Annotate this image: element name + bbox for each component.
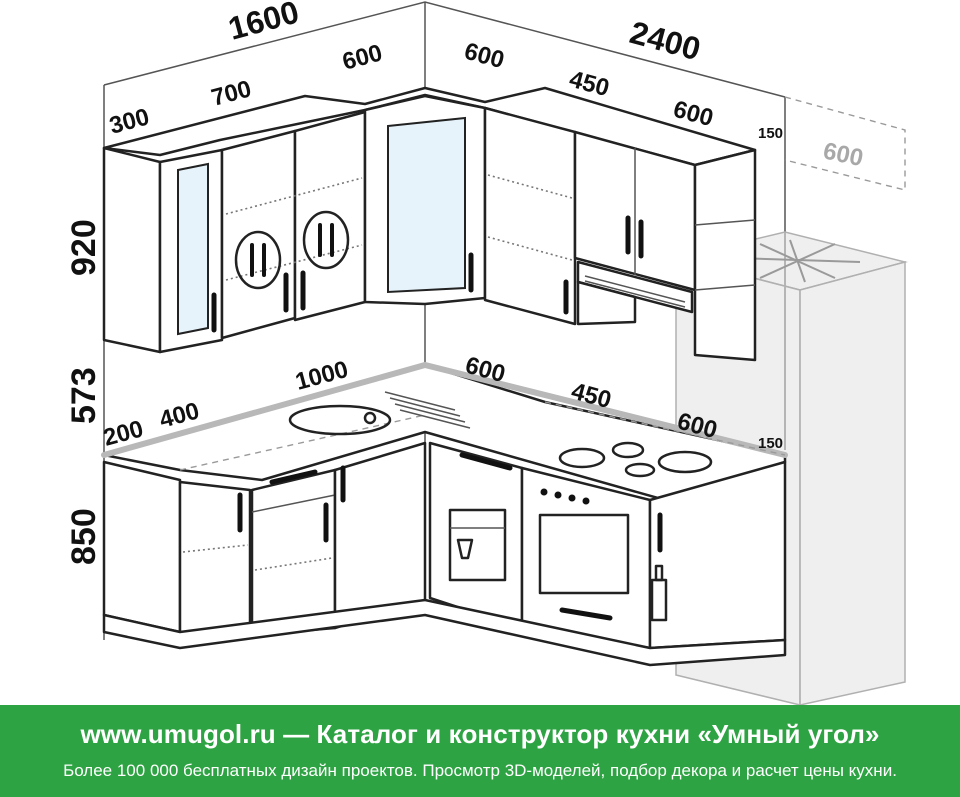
- base-cabinets: [101, 361, 788, 667]
- dim-573: 573: [65, 367, 103, 424]
- kitchen-diagram: 1600 2400 300 700 600 600 450 600 150 60…: [65, 0, 908, 705]
- dim-1600: 1600: [224, 0, 302, 47]
- dim-600-upper-right: 600: [461, 38, 507, 74]
- bottle-icon: [650, 564, 668, 622]
- footer-banner: www.umugol.ru — Каталог и конструктор ку…: [0, 705, 960, 797]
- cutlery-icon: [234, 230, 282, 290]
- sink: [288, 391, 471, 436]
- upper-cabinets: [102, 86, 757, 362]
- oven: [538, 488, 630, 621]
- footer-subline: Более 100 000 бесплатных дизайн проектов…: [63, 761, 897, 780]
- cooktop-burners: [558, 441, 713, 478]
- dim-850: 850: [65, 508, 103, 565]
- dim-700: 700: [209, 75, 255, 111]
- range-hood: [576, 260, 694, 314]
- footer-headline[interactable]: www.umugol.ru — Каталог и конструктор ку…: [80, 719, 880, 749]
- dim-600-fridge: 600: [821, 137, 866, 172]
- dim-2400: 2400: [626, 14, 704, 67]
- cutlery-icon: [302, 210, 350, 270]
- dim-300: 300: [107, 103, 153, 139]
- dim-920: 920: [65, 219, 103, 276]
- dishwasher-icon: [448, 508, 507, 582]
- dim-600-upper-left: 600: [340, 39, 386, 75]
- dim-150-base: 150: [758, 435, 783, 452]
- dim-150-upper: 150: [758, 125, 783, 142]
